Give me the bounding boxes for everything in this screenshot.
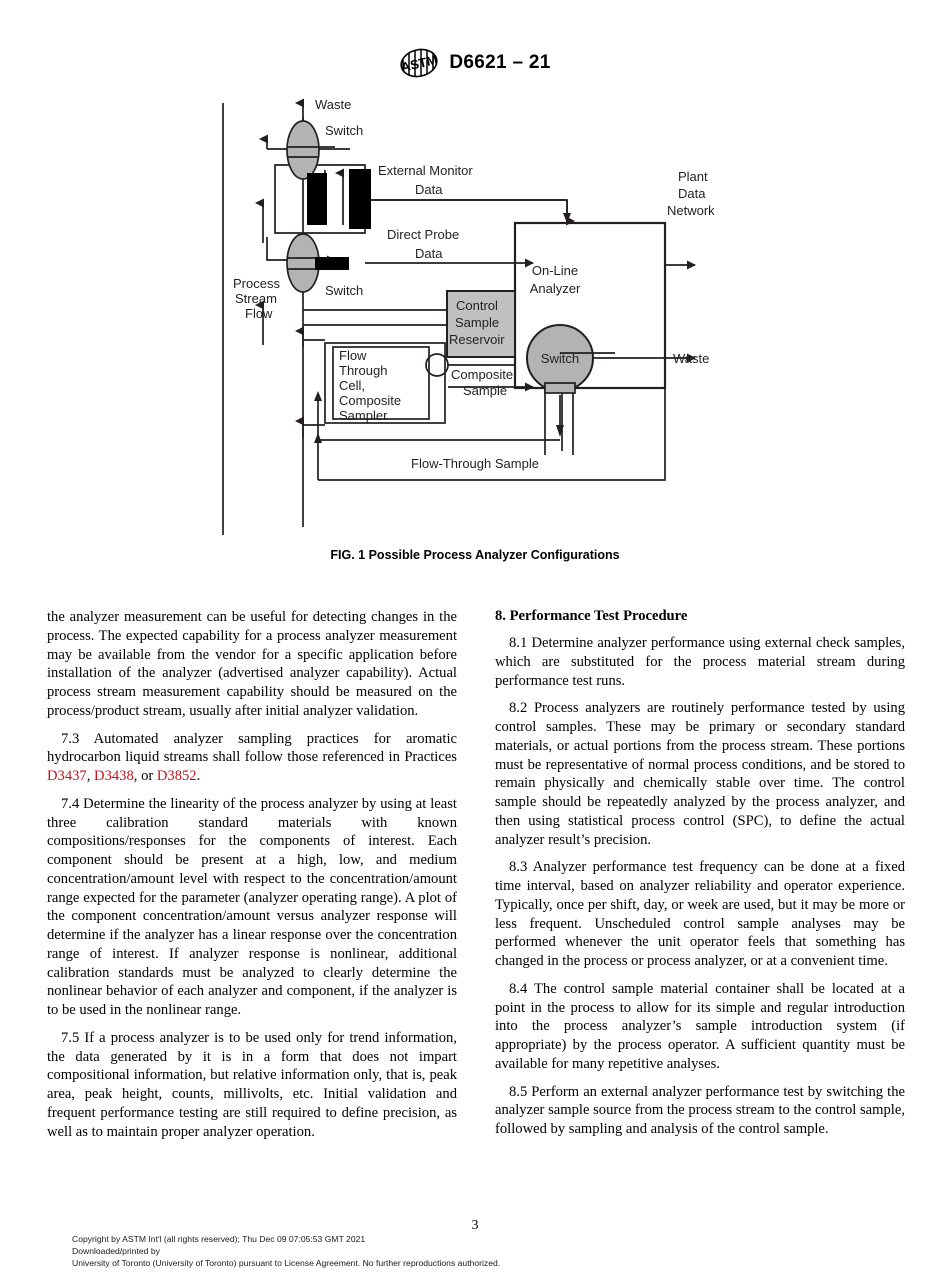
page-header: ASTM D6621 – 21 [0, 48, 950, 78]
label-direct-probe-data: Data [415, 246, 443, 261]
xref-d3852[interactable]: D3852 [156, 768, 197, 784]
label-switch-top: Switch [325, 123, 363, 138]
label-external-monitor-data: Data [415, 182, 443, 197]
figure-1: Waste Switch External Monitor Data Direc… [0, 95, 950, 562]
label-switch-mid: Switch [325, 283, 363, 298]
xref-sep-2: , or [133, 768, 157, 784]
flow-cell-outer [324, 342, 446, 424]
paragraph-8-3: 8.3 Analyzer performance test frequency … [495, 859, 905, 969]
xref-sep-1: , [86, 768, 95, 784]
paragraph-8-2: 8.2 Process analyzers are routinely perf… [495, 700, 905, 848]
left-column: the analyzer measurement can be useful f… [47, 608, 457, 1150]
label-switch-right: Switch [541, 351, 579, 366]
switch-valve-right [526, 324, 615, 394]
footer-line-3: University of Toronto (University of Tor… [72, 1258, 501, 1269]
paragraph-7-3-text-before: 7.3 Automated analyzer sampling practice… [47, 730, 457, 766]
paragraph-7-3-text-after: . [196, 768, 201, 784]
paragraph-8-4: 8.4 The control sample material containe… [495, 980, 905, 1072]
label-online-analyzer-2: Analyzer [530, 281, 581, 296]
label-process-stream-1: Process [233, 276, 280, 291]
return-arrowhead [556, 425, 564, 437]
label-process-stream-2: Stream [235, 291, 277, 306]
page-number: 3 [471, 1218, 479, 1233]
label-plant-data-3: Network [667, 203, 715, 218]
label-flow-cell-5: Sampler [339, 408, 388, 423]
label-control-sample-3: Reservoir [449, 332, 505, 347]
label-flow-through-sample: Flow-Through Sample [411, 456, 539, 471]
label-external-monitor: External Monitor [378, 163, 473, 178]
flow-through-arrowhead [314, 433, 322, 443]
label-flow-cell-4: Composite [339, 393, 401, 408]
paragraph-7-3: 7.3 Automated analyzer sampling practice… [47, 730, 457, 786]
label-online-analyzer-1: On-Line [532, 263, 578, 278]
label-composite-sample-2: Sample [463, 383, 507, 398]
control-sample-reservoir-box [446, 290, 516, 358]
label-control-sample-2: Sample [455, 315, 499, 330]
process-analyzer-diagram: Waste Switch External Monitor Data Direc… [222, 97, 715, 535]
footer-copyright-block: Copyright by ASTM Int'l (all rights rese… [72, 1233, 500, 1270]
astm-logo-icon: ASTM [399, 48, 440, 78]
label-flow-cell-3: Cell, [339, 378, 365, 393]
paragraph-7-5: 7.5 If a process analyzer is to be used … [47, 1029, 457, 1140]
footer-line-1: Copyright by ASTM Int'l (all rights rese… [72, 1234, 366, 1244]
label-waste-right: Waste [673, 351, 709, 366]
paragraph-7-4: 7.4 Determine the linearity of the proce… [47, 795, 457, 1018]
return-riser-arrowhead [314, 391, 322, 401]
switch-valve-top [286, 120, 335, 180]
label-process-stream-3: Flow [245, 306, 273, 321]
section-8-heading: 8. Performance Test Procedure [495, 608, 688, 624]
label-flow-cell-2: Through [339, 363, 387, 378]
figure-caption: FIG. 1 Possible Process Analyzer Configu… [330, 548, 620, 562]
external-monitor-arrowhead [563, 213, 571, 223]
standard-designation: D6621 – 21 [449, 52, 551, 73]
label-waste-top: Waste [315, 97, 351, 112]
paragraph-8-5: 8.5 Perform an external analyzer perform… [495, 1083, 905, 1138]
external-probe-left [307, 173, 327, 225]
label-plant-data-2: Data [678, 186, 706, 201]
label-control-sample-1: Control [456, 298, 498, 313]
label-composite-sample-1: Composite [451, 367, 513, 382]
label-direct-probe: Direct Probe [387, 227, 459, 242]
flow-cell-inner [332, 346, 430, 420]
external-probe-loop [274, 164, 366, 234]
external-probe-right [349, 169, 371, 229]
right-column: 8. Performance Test Procedure 8.1 Determ… [495, 608, 905, 1150]
paragraph-7-2-continued: the analyzer measurement can be useful f… [47, 609, 457, 719]
external-monitor-line [365, 199, 575, 226]
footer-line-2: Downloaded/printed by [72, 1246, 160, 1257]
xref-d3438[interactable]: D3438 [94, 768, 134, 784]
paragraph-8-1: 8.1 Determine analyzer performance using… [495, 635, 905, 689]
direct-probe-block [315, 257, 349, 270]
label-plant-data-1: Plant [678, 169, 708, 184]
xref-d3437[interactable]: D3437 [47, 768, 87, 784]
flow-through-loop [318, 388, 666, 481]
body-columns: the analyzer measurement can be useful f… [47, 608, 905, 1150]
label-flow-cell-1: Flow [339, 348, 367, 363]
